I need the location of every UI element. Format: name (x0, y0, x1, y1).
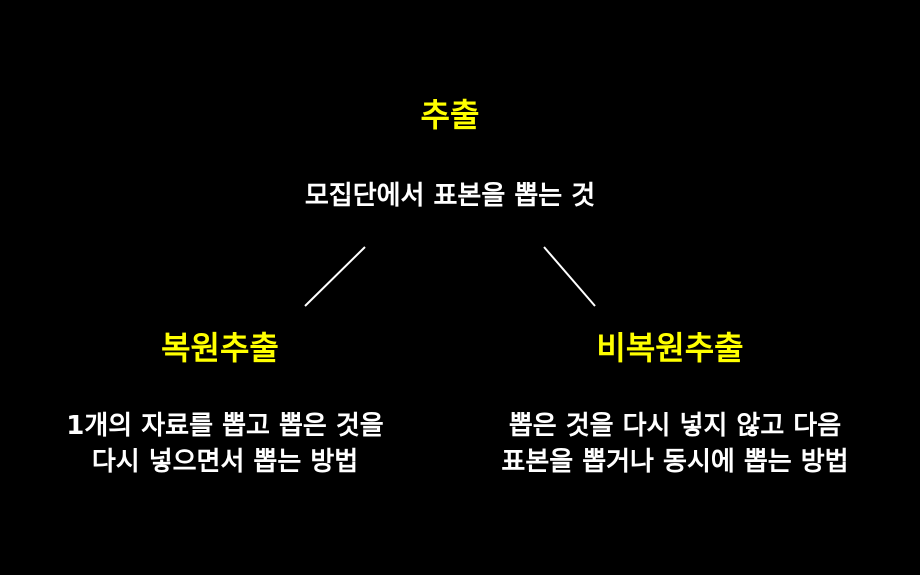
branch-title-without-replacement: 비복원추출 (596, 329, 744, 367)
branch-description-without-replacement: 뽑은 것을 다시 넣지 않고 다음 표본을 뽑거나 동시에 뽑는 방법 (450, 408, 900, 480)
branch-description-with-replacement: 1개의 자료를 뽑고 뽑은 것을 다시 넣으면서 뽑는 방법 (0, 408, 450, 480)
description-line: 1개의 자료를 뽑고 뽑은 것을 (66, 411, 384, 441)
connector-left (304, 246, 366, 307)
description-line: 다시 넣으면서 뽑는 방법 (91, 447, 359, 477)
description-line: 뽑은 것을 다시 넣지 않고 다음 (508, 411, 842, 441)
connector-right (543, 246, 596, 307)
root-title: 추출 (420, 96, 480, 134)
root-description: 모집단에서 표본을 뽑는 것 (304, 181, 596, 211)
branch-title-with-replacement: 복원추출 (161, 329, 279, 367)
description-line: 표본을 뽑거나 동시에 뽑는 방법 (501, 447, 849, 477)
